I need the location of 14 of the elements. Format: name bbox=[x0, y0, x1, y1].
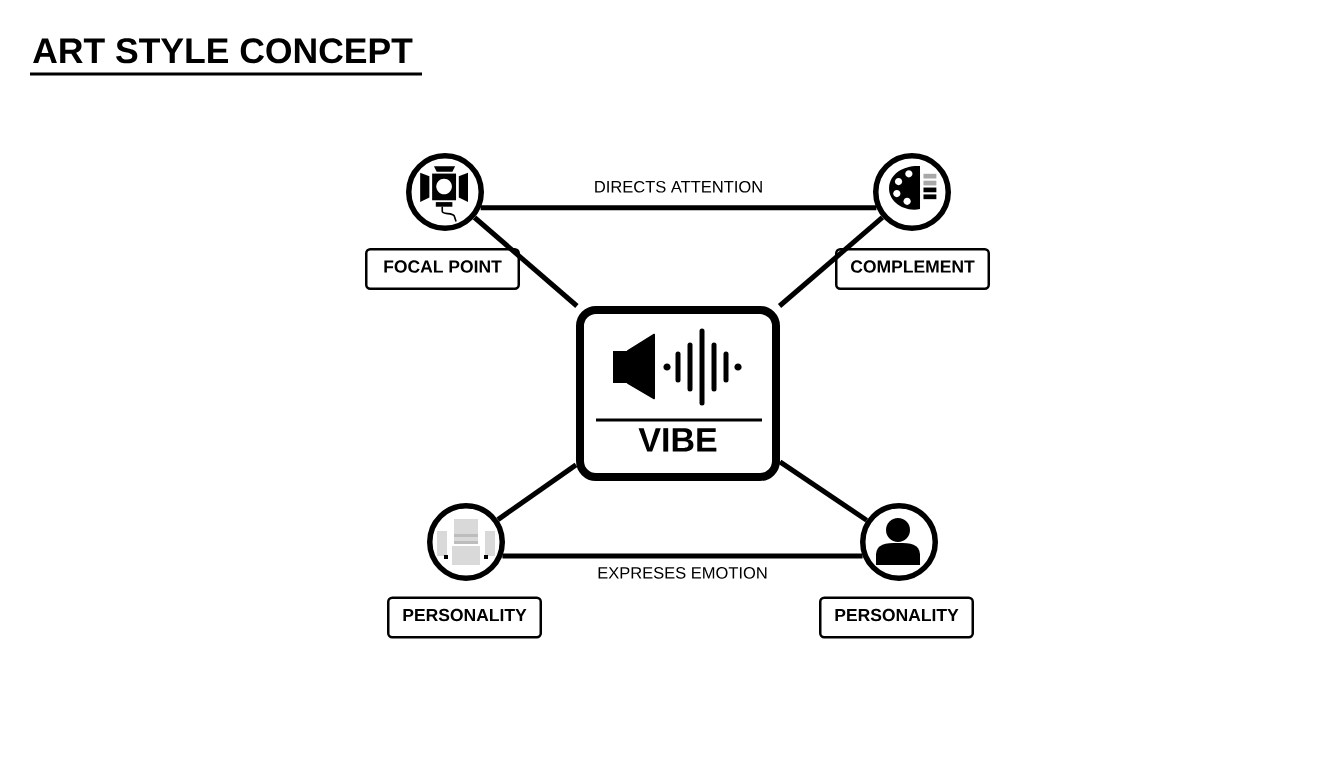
connector-line bbox=[480, 205, 877, 211]
connector-line bbox=[502, 553, 863, 559]
connector-line bbox=[496, 462, 578, 522]
label-box: PERSONALITY bbox=[819, 596, 974, 639]
connector-line bbox=[778, 459, 869, 523]
label-box: FOCAL POINT bbox=[365, 248, 520, 290]
concept-box: VIBE bbox=[576, 306, 780, 481]
label-box: COMPLEMENT bbox=[835, 248, 990, 290]
title: ART STYLE CONCEPT bbox=[33, 38, 413, 64]
connector-line bbox=[472, 215, 579, 308]
edge-label: DIRECTS ATTENTION bbox=[592, 180, 765, 194]
connector-line bbox=[777, 215, 885, 308]
label-box: PERSONALITY bbox=[387, 596, 542, 639]
edge-label: EXPRESES EMOTION bbox=[596, 567, 769, 580]
